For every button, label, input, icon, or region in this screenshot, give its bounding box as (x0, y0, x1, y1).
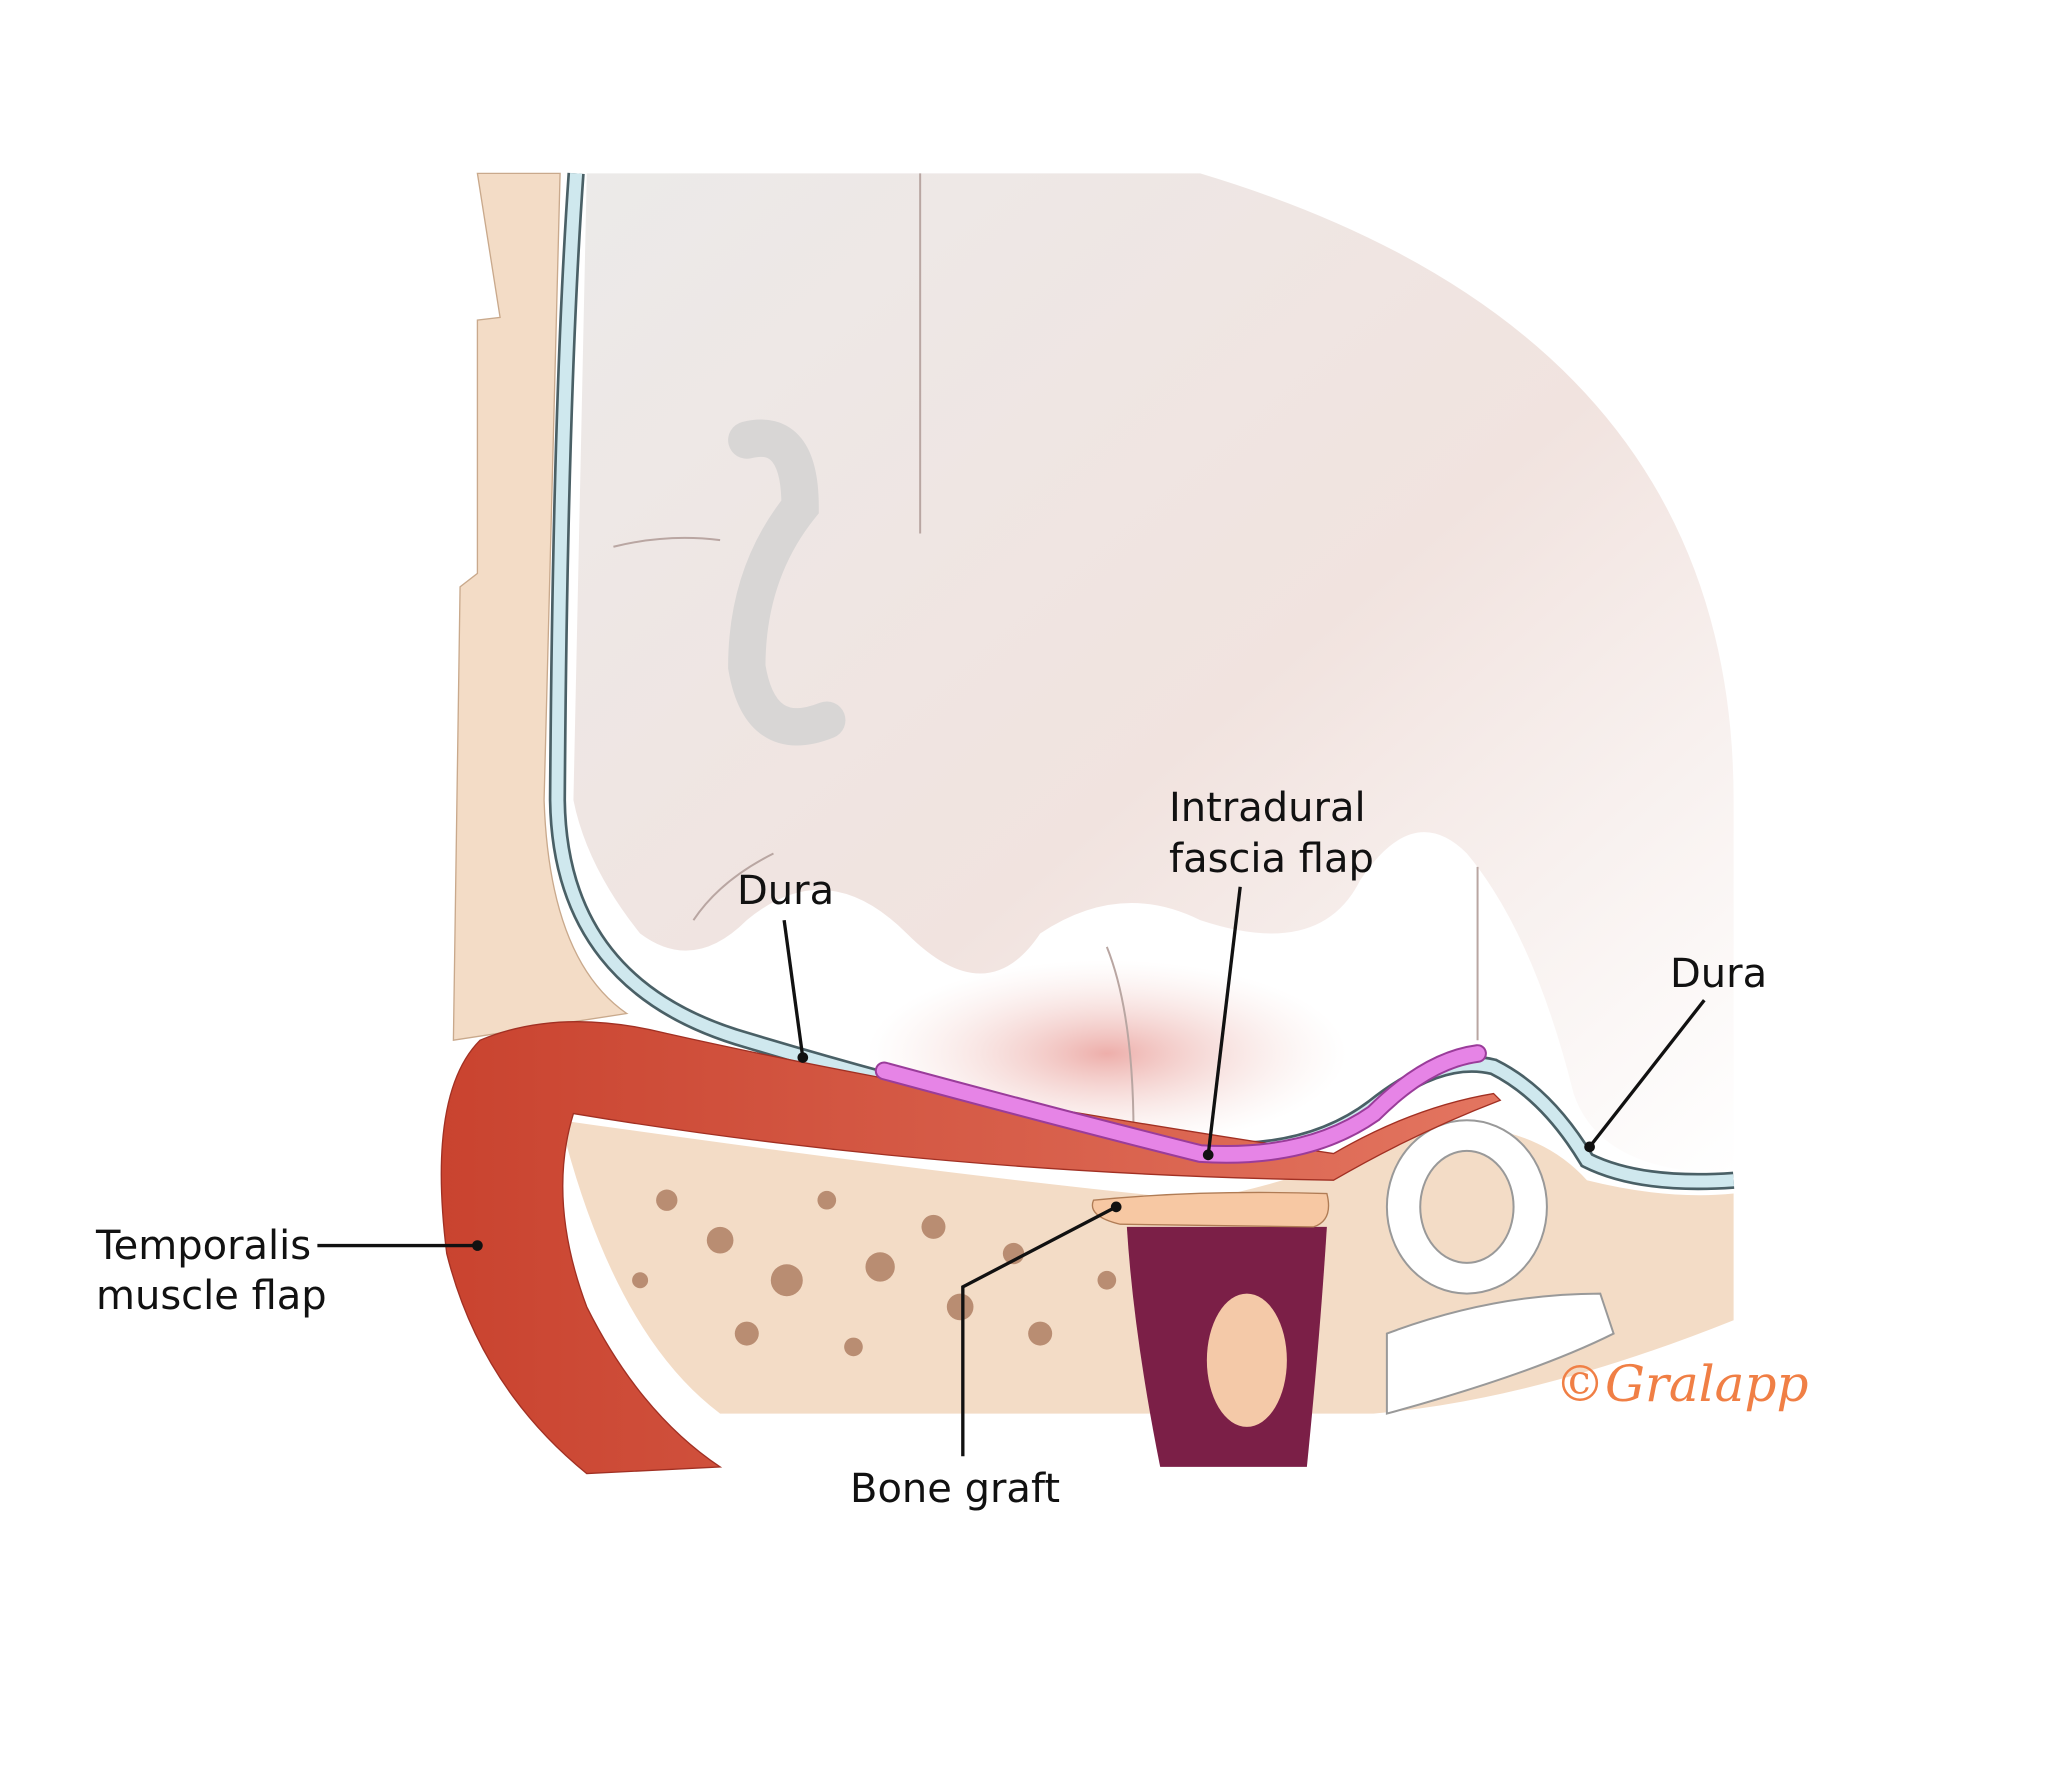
brain (573, 173, 1734, 1174)
label-bone-graft: Bone graft (850, 1466, 1060, 1512)
label-dura-right: Dura (1670, 951, 1768, 997)
bone-pores (632, 1189, 1117, 1357)
sulcus-lines (613, 173, 1479, 1134)
artist-signature: ©Gralapp (1555, 1355, 1809, 1413)
label-temporalis-line1: Temporalis (96, 1223, 312, 1269)
label-dura-left: Dura (737, 868, 835, 914)
skull-bone (452, 172, 629, 1041)
label-temporalis-line2: muscle flap (96, 1273, 327, 1319)
inner-ear (1385, 1119, 1615, 1415)
label-intradural-line1: Intradural (1169, 785, 1366, 831)
sulcus (728, 419, 846, 746)
label-intradural-line2: fascia flap (1169, 836, 1374, 882)
leader-dots (472, 1052, 1595, 1251)
ossicle (1206, 1293, 1287, 1427)
bone-graft (1091, 1191, 1330, 1228)
leader-lines (317, 886, 1706, 1457)
